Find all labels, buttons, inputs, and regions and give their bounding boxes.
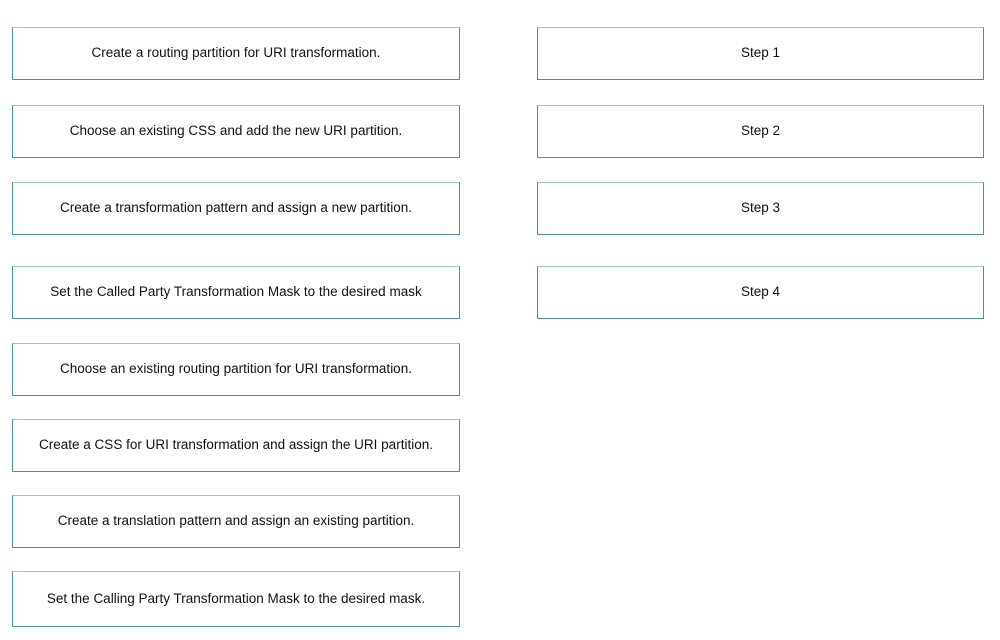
drop-target-step-1[interactable]: Step 1 [537,27,984,80]
drop-target-step-4-label: Step 4 [740,284,781,300]
drop-target-step-1-label: Step 1 [740,45,781,61]
drag-option-1-label: Create a routing partition for URI trans… [91,45,381,61]
drop-target-step-3-label: Step 3 [740,200,781,216]
drag-option-1[interactable]: Create a routing partition for URI trans… [12,27,460,80]
drag-option-5-label: Choose an existing routing partition for… [60,361,412,377]
drag-option-3-label: Create a transformation pattern and assi… [60,200,412,216]
drag-option-6-label: Create a CSS for URI transformation and … [39,437,433,453]
drag-option-2[interactable]: Choose an existing CSS and add the new U… [12,105,460,158]
drop-target-step-2[interactable]: Step 2 [537,105,984,158]
drag-option-8[interactable]: Set the Calling Party Transformation Mas… [12,571,460,627]
drop-target-step-2-label: Step 2 [740,123,781,139]
drag-option-3[interactable]: Create a transformation pattern and assi… [12,182,460,235]
drag-option-8-label: Set the Calling Party Transformation Mas… [46,590,426,606]
drag-option-7[interactable]: Create a translation pattern and assign … [12,495,460,548]
drag-option-5[interactable]: Choose an existing routing partition for… [12,343,460,396]
drag-option-4-label: Set the Called Party Transformation Mask… [50,284,422,300]
drag-option-4[interactable]: Set the Called Party Transformation Mask… [12,266,460,319]
drop-target-step-3[interactable]: Step 3 [537,182,984,235]
drag-option-2-label: Choose an existing CSS and add the new U… [69,123,403,139]
drag-option-7-label: Create a translation pattern and assign … [57,513,415,529]
drag-option-6[interactable]: Create a CSS for URI transformation and … [12,419,460,472]
drop-target-step-4[interactable]: Step 4 [537,266,984,319]
